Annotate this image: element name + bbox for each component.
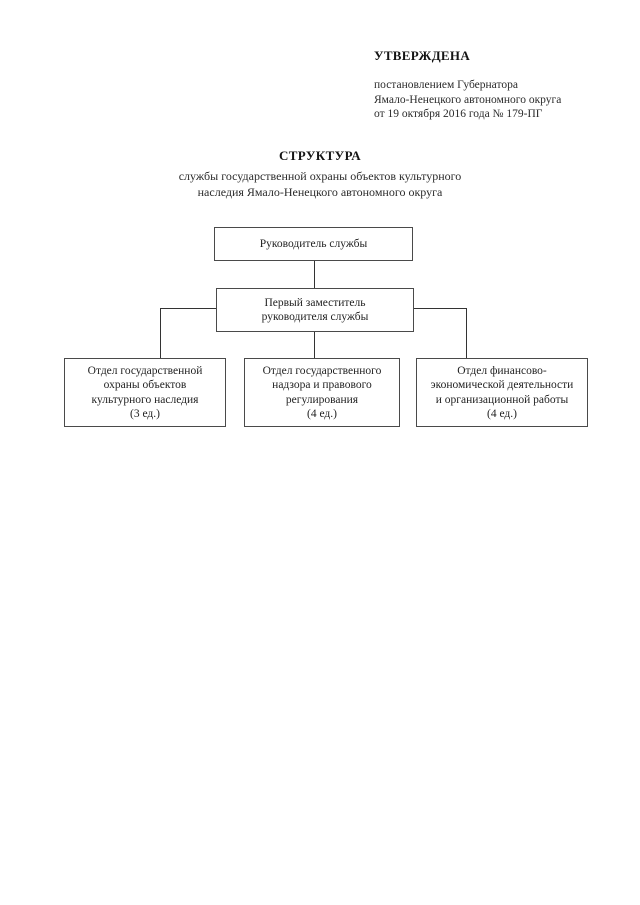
page-title: СТРУКТУРА xyxy=(278,148,362,163)
connector-deputy-to-department-1-horizontal xyxy=(160,308,216,309)
org-node-department-financial-economic-organizational: Отдел финансово-экономической деятельнос… xyxy=(416,358,588,427)
approval-line-date-number: от 19 октября 2016 года № 179-ПГ xyxy=(374,108,543,120)
approval-line-decree-issuer: постановлением Губернатора xyxy=(374,79,518,91)
document-subtitle-line-2: наследия Ямало-Ненецкого автономного окр… xyxy=(197,185,443,199)
approval-line-region: Ямало-Ненецкого автономного округа xyxy=(374,93,562,106)
document-title-block: СТРУКТУРА службы государственной охраны … xyxy=(0,148,640,200)
document-subtitle-line-1: службы государственной охраны объектов к… xyxy=(178,169,462,183)
connector-deputy-to-department-3-horizontal xyxy=(414,308,466,309)
approval-block: УТВЕРЖДЕНА постановлением Губернатора Ям… xyxy=(374,48,614,122)
connector-deputy-to-department-2 xyxy=(314,332,315,358)
connector-deputy-to-department-3-vertical xyxy=(466,308,467,358)
connector-deputy-to-department-1-vertical xyxy=(160,308,161,358)
org-node-head-of-service: Руководитель службы xyxy=(214,227,413,261)
connector-head-to-deputy xyxy=(314,261,315,288)
approval-title: УТВЕРЖДЕНА xyxy=(374,48,471,63)
